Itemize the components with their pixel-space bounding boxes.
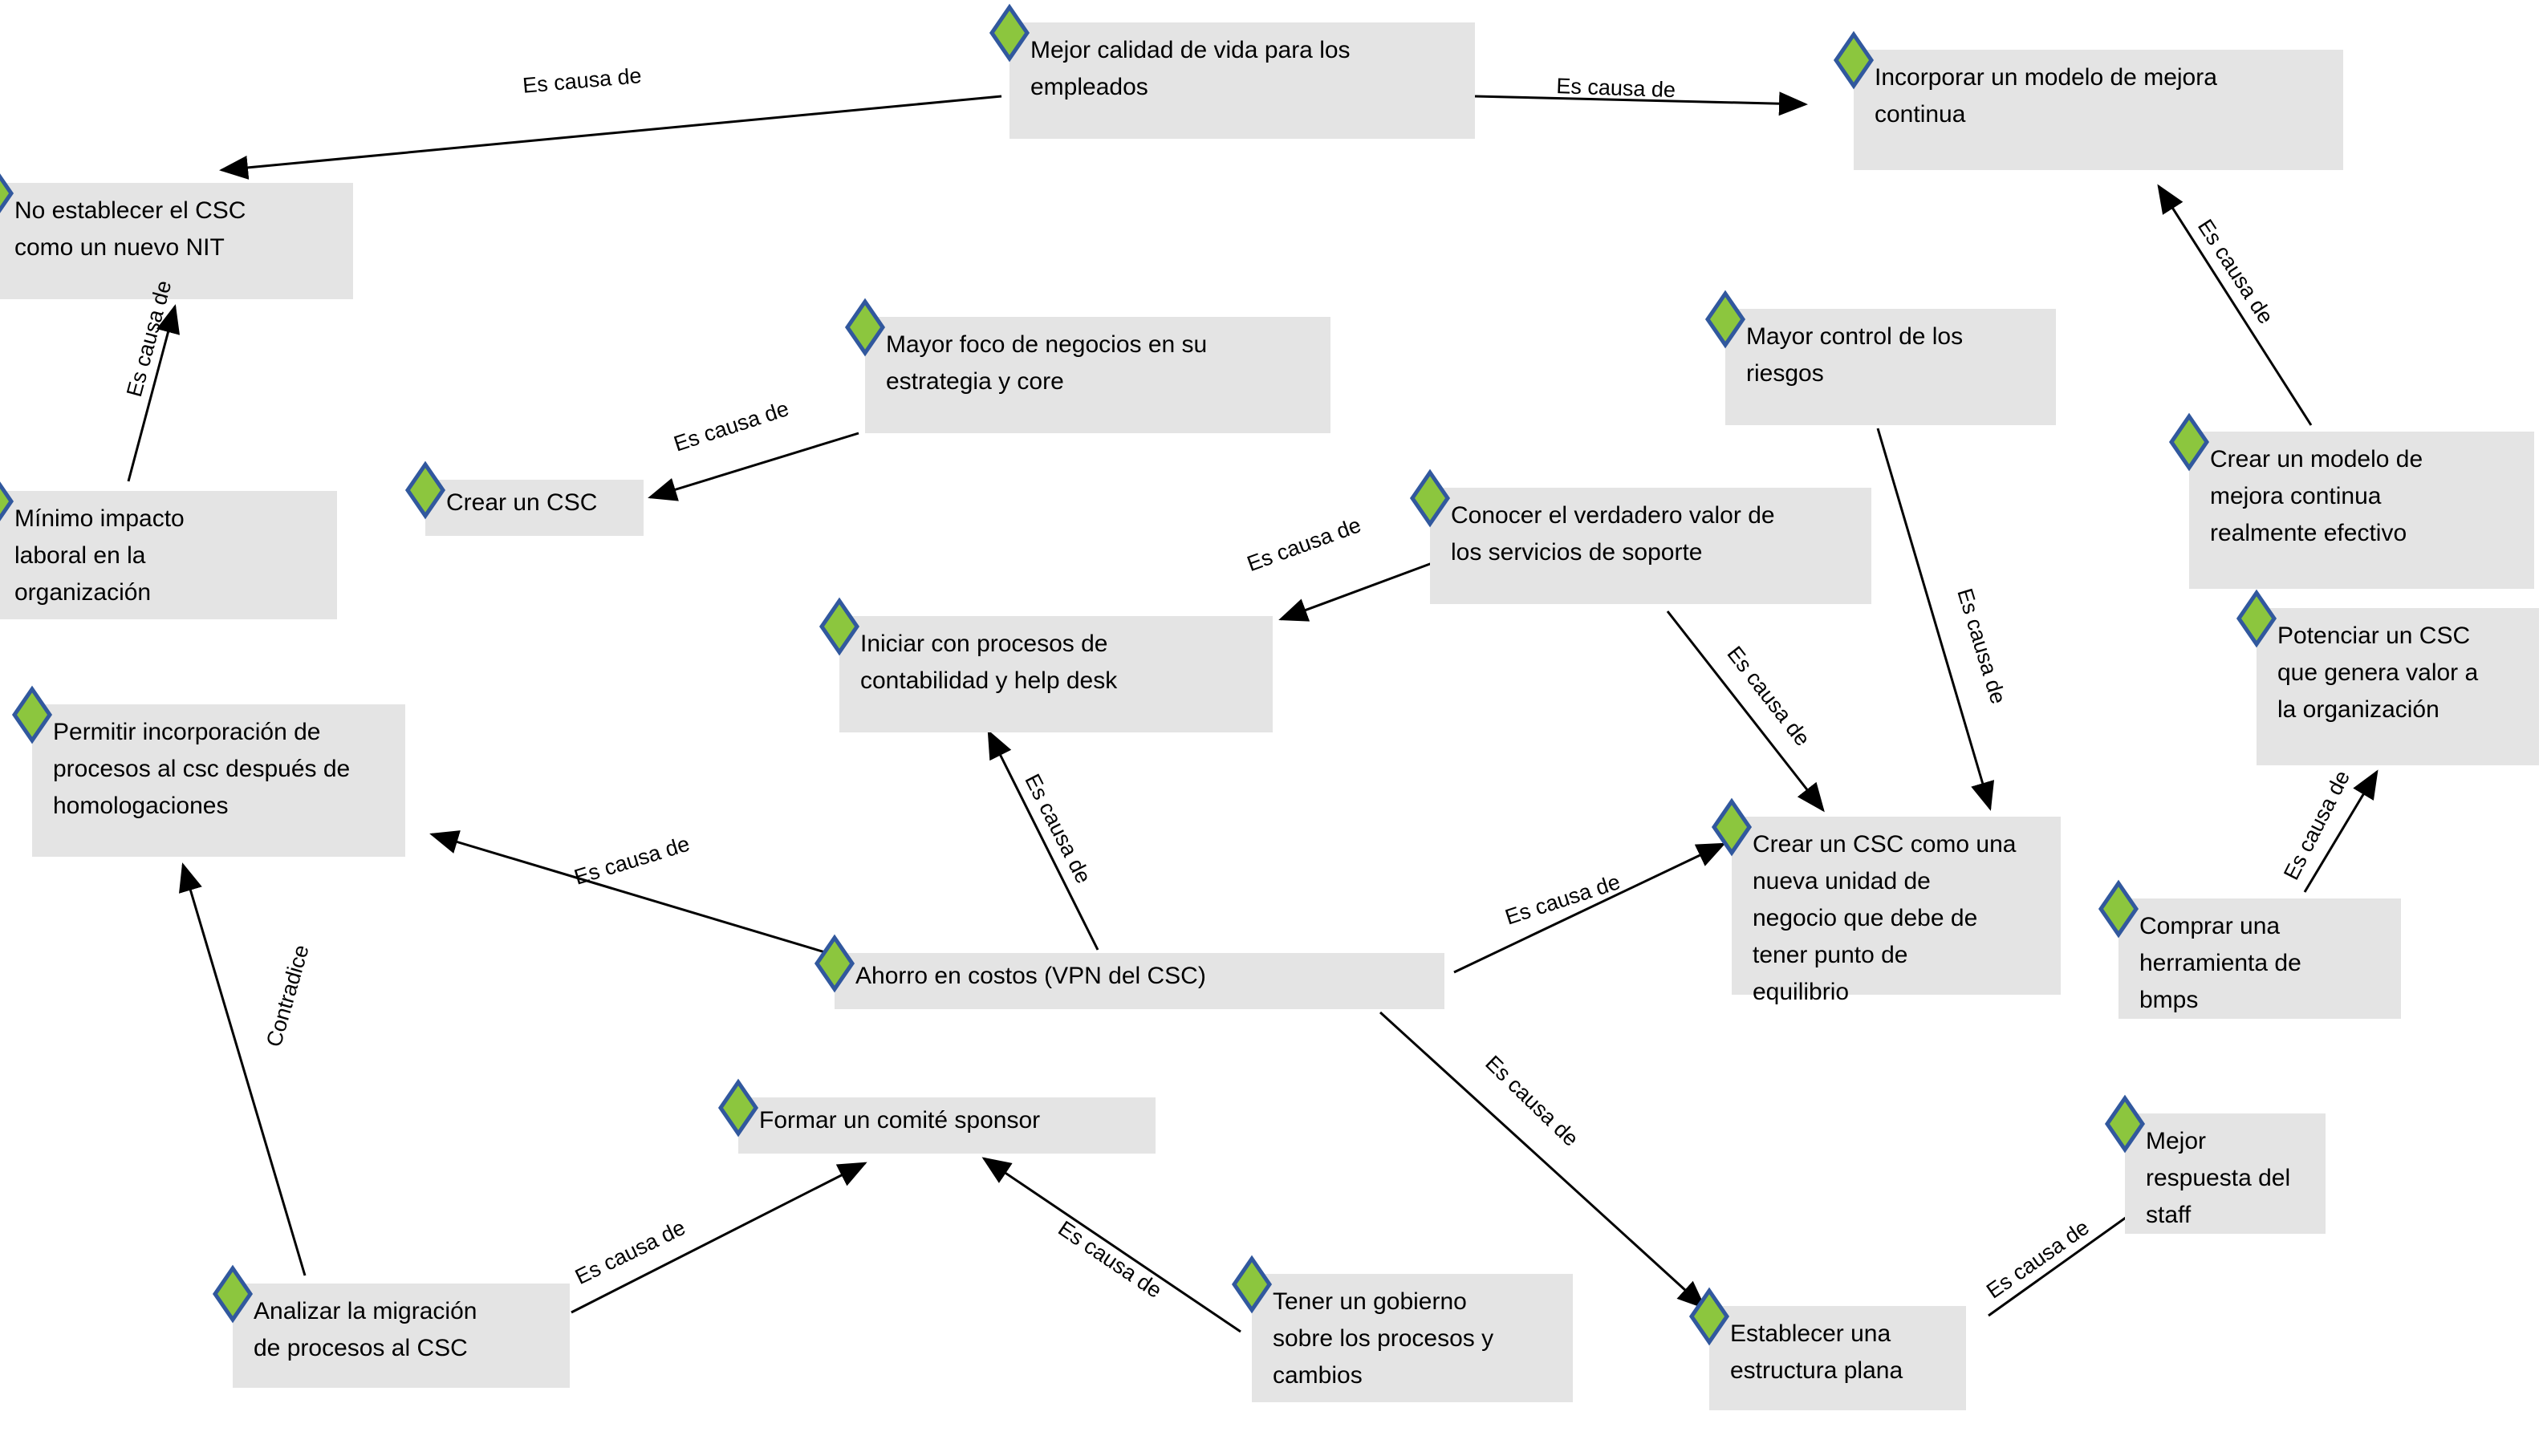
diamond-marker-icon [212,1264,254,1324]
edge-n15-to-n13[interactable] [1453,842,1726,974]
node-box[interactable]: Permitir incorporación de procesos al cs… [11,685,405,857]
node-label: Crear un CSC como una nueva unidad de ne… [1753,831,2017,1005]
node-box[interactable]: Formar un comité sponsor [717,1078,1156,1154]
diamond-marker-icon [1833,30,1875,90]
node-box[interactable]: Establecer una estructura plana [1688,1287,1966,1410]
node-label: Conocer el verdadero valor de los servic… [1451,502,1775,566]
node-box[interactable]: Conocer el verdadero valor de los servic… [1409,468,1871,604]
edge-n15-to-n20[interactable] [1379,1011,1707,1310]
node-box[interactable]: Tener un gobierno sobre los procesos y c… [1231,1255,1573,1402]
edge-n18-to-n16[interactable] [571,1162,867,1314]
edge-label: Es causa de [1555,74,1676,103]
diamond-marker-icon [404,460,446,520]
node-box[interactable]: Incorporar un modelo de mejora continua [1833,30,2343,170]
diamond-marker-icon [2104,1094,2146,1154]
node-box[interactable]: Mejor respuesta del staff [2104,1094,2326,1234]
node-label: Ahorro en costos (VPN del CSC) [855,963,1206,989]
edge-n15-to-n11[interactable] [987,729,1099,951]
node-label: Formar un comité sponsor [759,1107,1041,1134]
diamond-marker-icon [1704,290,1746,349]
node-label: No establecer el CSC como un nuevo NIT [14,197,246,261]
node-box[interactable]: Mayor control de los riesgos [1704,290,2056,425]
node-label: Tener un gobierno sobre los procesos y c… [1273,1288,1494,1389]
node-label: Mayor control de los riesgos [1746,323,1964,387]
node-label: Analizar la migración de procesos al CSC [254,1298,477,1361]
edge-n7-to-n3[interactable] [127,304,181,482]
diamond-marker-icon [717,1078,759,1138]
node-box[interactable]: Mejor calidad de vida para los empleados [989,3,1475,139]
node-label: Incorporar un modelo de mejora continua [1875,64,2217,128]
diamond-marker-icon [0,164,14,223]
node-box[interactable]: Iniciar con procesos de contabilidad y h… [819,597,1273,732]
diamond-marker-icon [2098,879,2139,939]
diamond-marker-icon [1231,1255,1273,1314]
node-box[interactable]: Comprar una herramienta de bmps [2098,879,2401,1019]
diamond-marker-icon [844,298,886,357]
node-label: Potenciar un CSC que genera valor a la o… [2277,623,2479,723]
node-label: Mínimo impacto laboral en la organizació… [14,505,185,606]
node-label: Permitir incorporación de procesos al cs… [53,719,351,819]
node-label: Crear un CSC [446,489,598,516]
edge-n14-to-n10[interactable] [2303,769,2378,893]
edge-n6-to-n2[interactable] [2157,184,2313,426]
node-box[interactable]: Crear un CSC como una nueva unidad de ne… [1711,797,2061,1005]
diamond-marker-icon [2168,412,2210,472]
edge-n9-to-n11[interactable] [1278,560,1437,622]
node-label: Mejor respuesta del staff [2146,1128,2291,1228]
edge-n15-to-n12[interactable] [429,830,834,956]
node-box[interactable]: Crear un modelo de mejora continua realm… [2168,412,2534,589]
node-box[interactable]: Mínimo impacto laboral en la organizació… [0,481,337,619]
edge-n9-to-n13[interactable] [1666,610,1825,813]
node-box[interactable]: Potenciar un CSC que genera valor a la o… [2236,589,2539,765]
node-box[interactable]: Ahorro en costos (VPN del CSC) [814,934,1444,1009]
node-box[interactable]: Crear un CSC [404,460,644,536]
edge-n5-to-n13[interactable] [1876,428,1995,811]
node-label: Establecer una estructura plana [1730,1320,1903,1384]
node-label: Comprar una herramienta de bmps [2139,913,2301,1013]
diamond-marker-icon [819,597,860,656]
node-label: Mejor calidad de vida para los empleados [1030,37,1351,100]
edge-n19-to-n16[interactable] [981,1157,1241,1333]
edge-n18-to-n12[interactable] [179,862,307,1276]
node-box[interactable]: No establecer el CSC como un nuevo NIT [0,173,353,299]
node-label: Crear un modelo de mejora continua realm… [2210,446,2423,546]
diamond-marker-icon [1688,1287,1730,1346]
node-label: Mayor foco de negocios en su estrategia … [886,331,1208,395]
edge-n1-to-n2[interactable] [1474,91,1808,116]
diamond-marker-icon [1409,468,1451,528]
diamond-marker-icon [11,685,53,744]
node-box[interactable]: Mayor foco de negocios en su estrategia … [844,298,1330,433]
edge-n1-to-n3[interactable] [219,95,1002,180]
edge-n4-to-n8[interactable] [648,432,859,501]
node-label: Iniciar con procesos de contabilidad y h… [860,631,1118,694]
diamond-marker-icon [989,3,1030,63]
diamond-marker-icon [814,934,855,993]
diamond-marker-icon [2236,589,2277,648]
diamond-marker-icon [1711,797,1753,857]
node-box[interactable]: Analizar la migración de procesos al CSC [212,1264,570,1388]
diamond-marker-icon [0,472,14,531]
